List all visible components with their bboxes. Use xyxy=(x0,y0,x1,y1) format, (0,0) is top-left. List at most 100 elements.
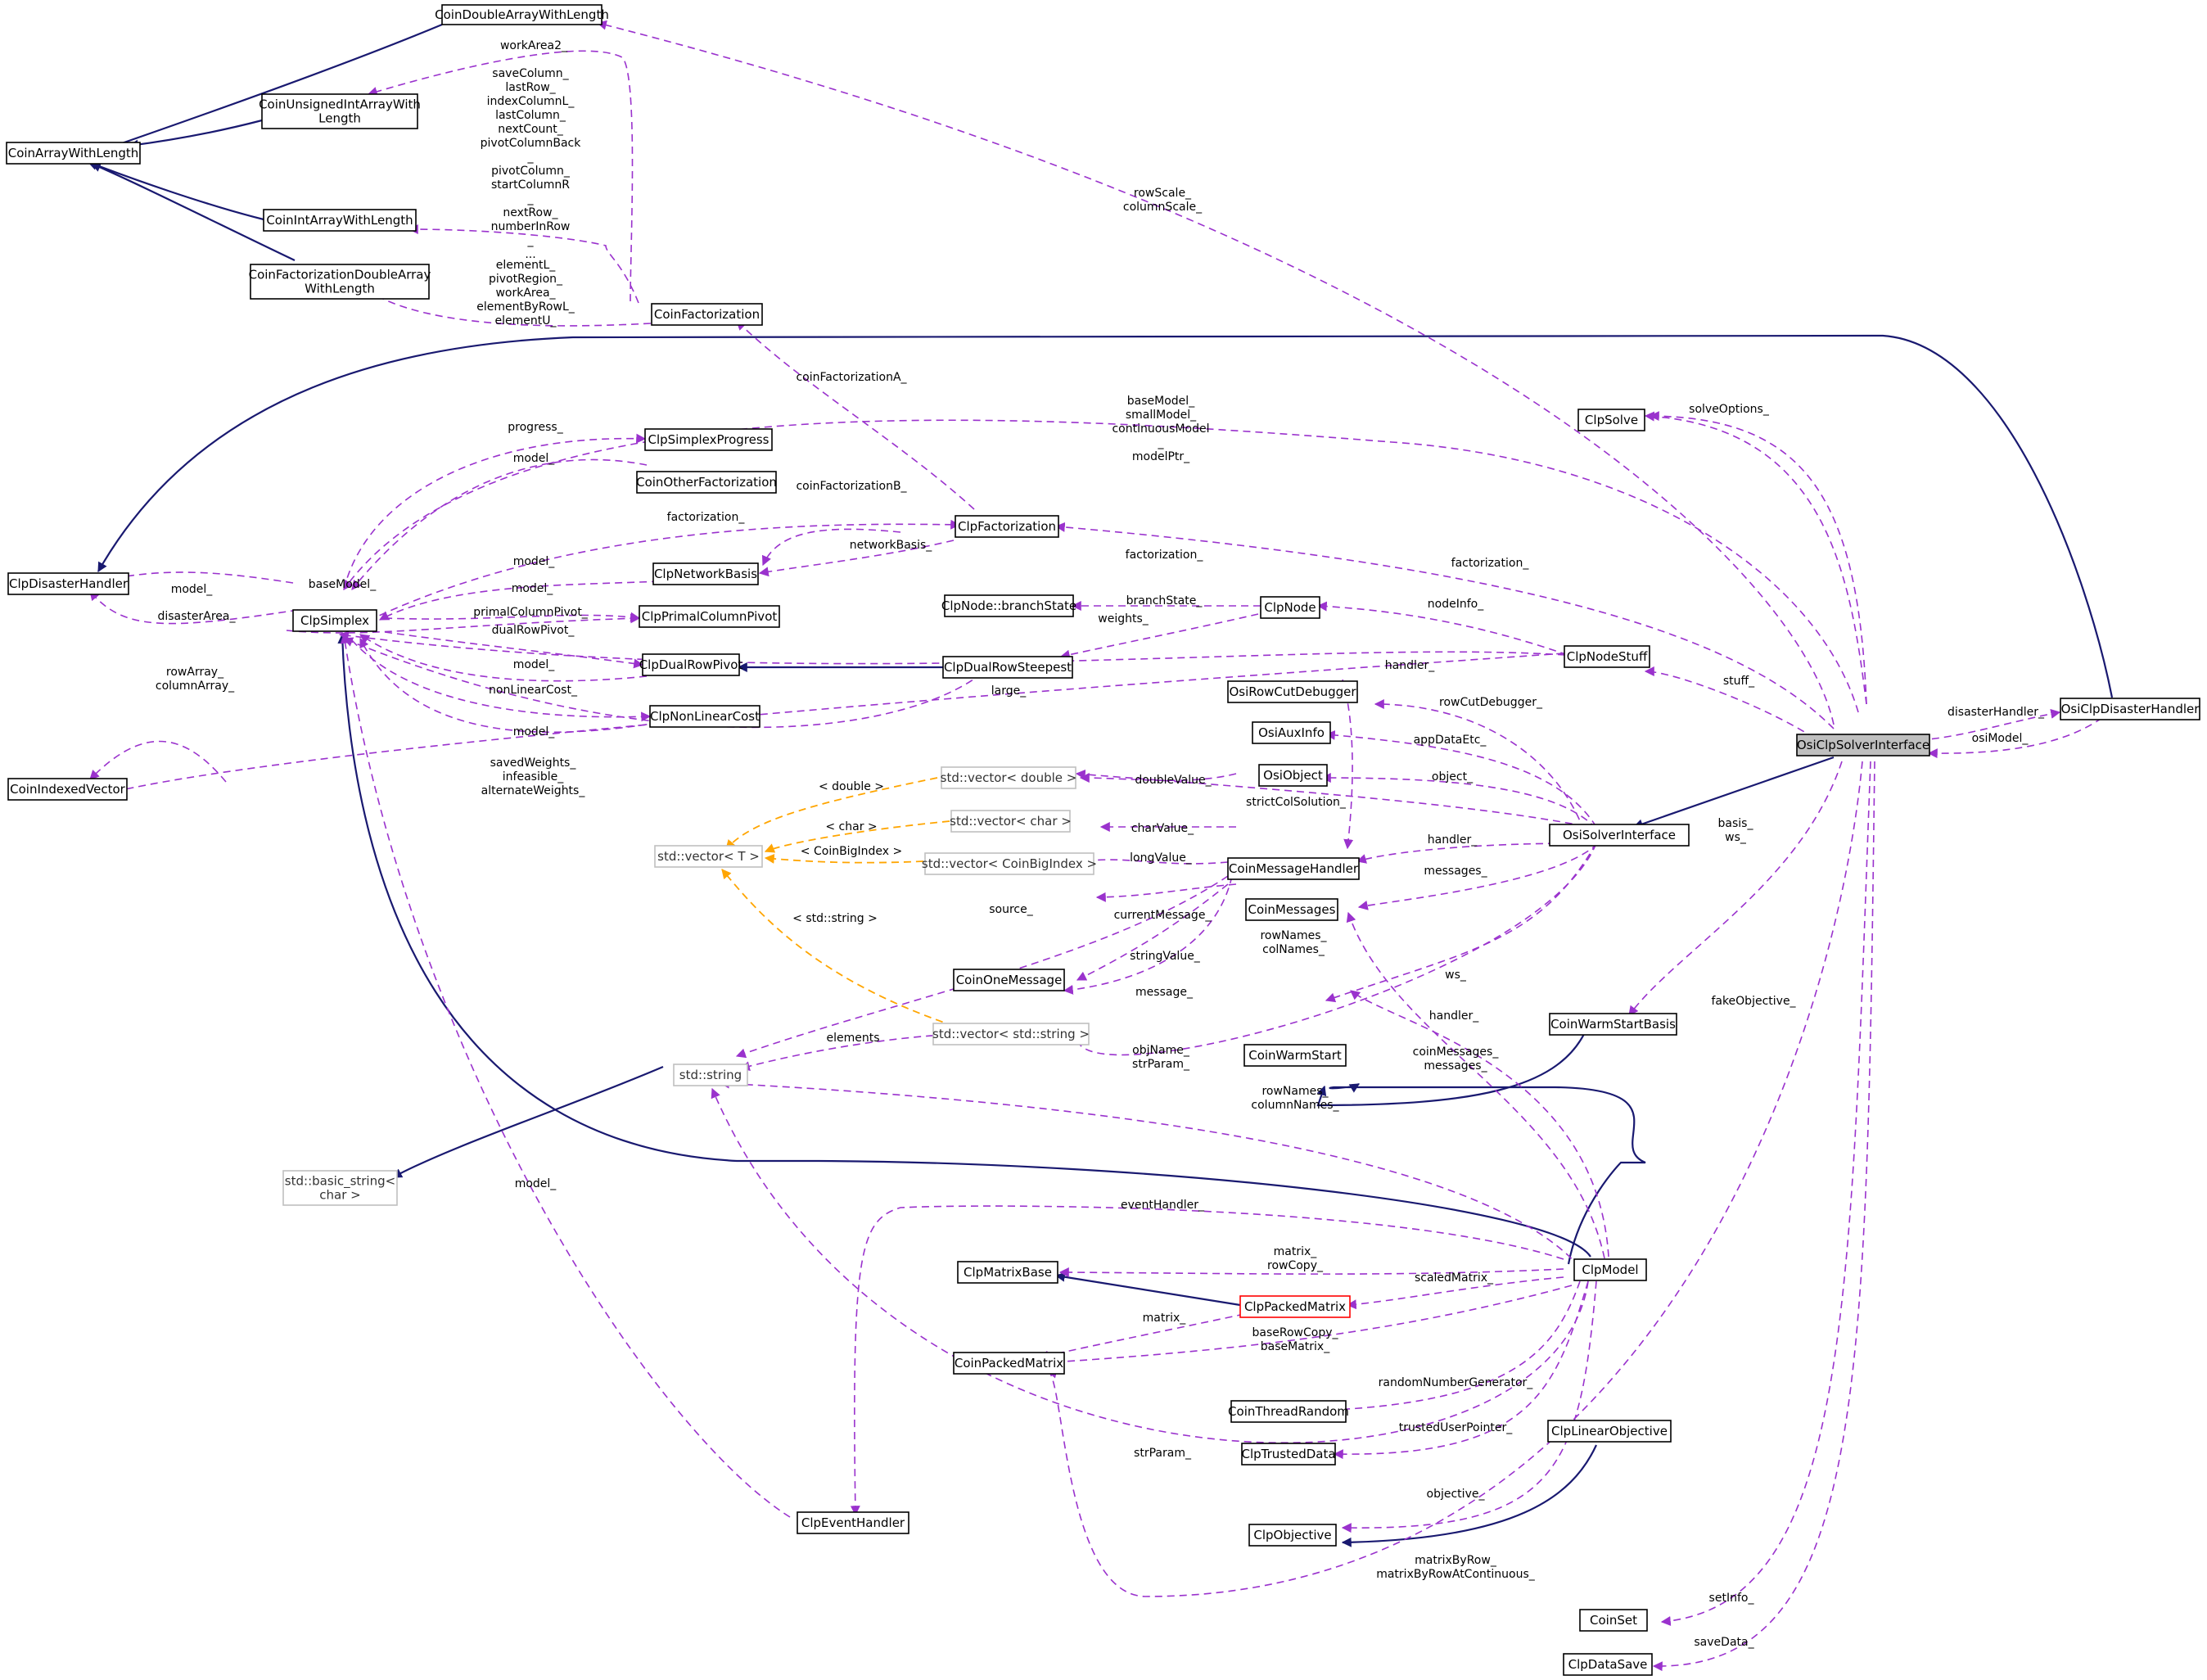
edge-label-text: matrixByRowAtContinuous_ xyxy=(1376,1568,1536,1581)
edge-label-text: startColumnR xyxy=(491,178,570,192)
edge-label-work-area2: workArea2_ xyxy=(500,39,568,52)
edge-label-dual-row-pivot: dualRowPivot_ xyxy=(492,624,575,637)
usage-edge xyxy=(1071,842,1597,1056)
edge-label-double-value: doubleValue_ xyxy=(1135,774,1212,787)
edge-label-text: rowCopy_ xyxy=(1267,1259,1324,1272)
class-node-label: ClpNode xyxy=(1264,600,1316,615)
edge-label-string-value: stringValue_ xyxy=(1130,950,1201,963)
class-node-osi-object[interactable]: OsiObject xyxy=(1258,764,1328,787)
edge-label-str-param: strParam_ xyxy=(1134,1447,1192,1460)
class-node-coin-messages[interactable]: CoinMessages xyxy=(1245,898,1338,921)
edge-label-text: basis_ xyxy=(1718,817,1754,830)
class-node-box xyxy=(1258,764,1328,787)
class-node-clp-node[interactable]: ClpNode xyxy=(1260,596,1320,619)
inheritance-edge xyxy=(1632,756,1835,829)
edge-label-text: charValue_ xyxy=(1131,822,1194,835)
class-node-coin-warm-start-basis[interactable]: CoinWarmStartBasis xyxy=(1549,1013,1677,1036)
edge-label-text: pivotRegion_ xyxy=(489,273,563,286)
class-node-osi-clp-solver-interface[interactable]: OsiClpSolverInterface xyxy=(1796,734,1930,756)
class-node-clp-matrix-base[interactable]: ClpMatrixBase xyxy=(957,1261,1058,1284)
class-node-box xyxy=(1549,1013,1677,1036)
class-node-coin-factorization[interactable]: CoinFactorization xyxy=(651,303,763,326)
class-node-label: CoinMessages xyxy=(1248,902,1336,917)
class-node-label: ClpSimplex xyxy=(300,613,369,628)
class-node-clp-solve[interactable]: ClpSolve xyxy=(1577,409,1645,431)
class-node-label: ClpNode::branchState xyxy=(941,598,1076,613)
usage-edge xyxy=(1059,613,1259,660)
edge-label-text: model_ xyxy=(515,1177,557,1190)
class-node-clp-simplex[interactable]: ClpSimplex xyxy=(292,609,377,632)
class-node-clp-non-linear-cost[interactable]: ClpNonLinearCost xyxy=(649,705,760,728)
class-node-box xyxy=(944,594,1074,617)
class-node-clp-factorization[interactable]: ClpFactorization xyxy=(955,515,1059,538)
class-node-clp-packed-matrix[interactable]: ClpPackedMatrix xyxy=(1239,1295,1351,1318)
class-node-clp-disaster-handler[interactable]: ClpDisasterHandler xyxy=(7,572,129,595)
class-node-std-vector-coin-big-index[interactable]: std::vector< CoinBigIndex > xyxy=(922,852,1097,875)
class-node-clp-dual-row-pivot[interactable]: ClpDualRowPivot xyxy=(639,653,743,676)
edge-label-text: rowNames_ xyxy=(1261,1085,1329,1098)
usage-edge xyxy=(1628,761,1843,1016)
class-node-coin-int-array-with-length[interactable]: CoinIntArrayWithLength xyxy=(263,209,417,232)
class-node-label: ClpNonLinearCost xyxy=(650,709,760,724)
class-node-coin-indexed-vector[interactable]: CoinIndexedVector xyxy=(7,778,128,801)
class-node-clp-simplex-progress[interactable]: ClpSimplexProgress xyxy=(644,428,773,451)
class-node-coin-packed-matrix[interactable]: CoinPackedMatrix xyxy=(953,1352,1065,1375)
edge-label-text: disasterArea_ xyxy=(157,610,236,623)
class-node-osi-solver-interface[interactable]: OsiSolverInterface xyxy=(1549,824,1690,847)
class-node-clp-node-stuff[interactable]: ClpNodeStuff xyxy=(1564,645,1650,668)
edge-label-factorization-osi: factorization_ xyxy=(1451,557,1530,570)
edge-label-row-scale: rowScale_columnScale_ xyxy=(1123,187,1203,214)
edge-label-handler-model: handler_ xyxy=(1429,1009,1479,1023)
class-node-coin-array-with-length[interactable]: CoinArrayWithLength xyxy=(6,142,141,165)
class-node-osi-row-cut-debugger[interactable]: OsiRowCutDebugger xyxy=(1227,680,1358,703)
class-node-clp-node-branch-state[interactable]: ClpNode::branchState xyxy=(941,594,1076,617)
edge-label-text: numberInRow xyxy=(491,220,571,233)
class-node-coin-message-handler[interactable]: CoinMessageHandler xyxy=(1227,857,1360,880)
class-node-clp-objective[interactable]: ClpObjective xyxy=(1248,1524,1337,1547)
class-node-std-string[interactable]: std::string xyxy=(673,1064,748,1086)
usage-edge xyxy=(408,224,639,304)
class-node-label: ClpNodeStuff xyxy=(1567,649,1648,664)
edge-label-text: nonLinearCost_ xyxy=(489,684,578,697)
class-node-label: ClpDataSave xyxy=(1568,1657,1648,1672)
class-node-clp-trusted-data[interactable]: ClpTrustedData xyxy=(1241,1443,1336,1465)
usage-edge xyxy=(1046,761,1863,1597)
class-node-std-vector-string[interactable]: std::vector< std::string > xyxy=(932,1023,1090,1045)
class-node-osi-aux-info[interactable]: OsiAuxInfo xyxy=(1252,721,1331,744)
class-node-std-vector-t[interactable]: std::vector< T > xyxy=(654,845,763,868)
edge-label-text: rowScale_ xyxy=(1134,187,1192,200)
class-node-osi-clp-disaster-handler[interactable]: OsiClpDisasterHandler xyxy=(2060,698,2200,720)
edge-label-tpl-string: < std::string > xyxy=(792,912,878,925)
class-node-clp-primal-column-pivot[interactable]: ClpPrimalColumnPivot xyxy=(639,605,780,628)
class-node-std-vector-char[interactable]: std::vector< char > xyxy=(950,810,1072,833)
inheritance-edge xyxy=(90,162,296,261)
class-node-clp-model[interactable]: ClpModel xyxy=(1573,1258,1647,1281)
class-node-coin-warm-start[interactable]: CoinWarmStart xyxy=(1243,1044,1347,1067)
class-node-clp-dual-row-steepest[interactable]: ClpDualRowSteepest xyxy=(942,656,1073,679)
class-node-coin-set[interactable]: CoinSet xyxy=(1579,1609,1648,1632)
class-node-std-vector-double[interactable]: std::vector< double > xyxy=(941,766,1077,789)
class-node-clp-event-handler[interactable]: ClpEventHandler xyxy=(797,1511,909,1534)
edge-label-text: columnNames_ xyxy=(1251,1099,1339,1112)
class-node-box xyxy=(649,705,760,728)
class-node-coin-thread-random[interactable]: CoinThreadRandom xyxy=(1228,1400,1349,1423)
edge-label-text: model_ xyxy=(513,452,556,465)
class-node-box xyxy=(652,562,759,585)
edge-label-base-model-self: baseModel_ xyxy=(309,578,377,591)
edge-label-text: _ xyxy=(527,234,535,247)
class-node-clp-linear-objective[interactable]: ClpLinearObjective xyxy=(1547,1420,1672,1443)
edge-label-obj-name: objName_strParam_ xyxy=(1132,1044,1190,1071)
class-node-std-basic-string[interactable]: std::basic_string<char > xyxy=(282,1170,398,1206)
class-node-coin-other-factorization[interactable]: CoinOtherFactorization xyxy=(636,471,777,494)
edge-label-row-array: rowArray_columnArray_ xyxy=(156,666,235,693)
usage-edge xyxy=(1316,601,1568,656)
class-node-coin-one-message[interactable]: CoinOneMessage xyxy=(953,969,1065,991)
edge-label-row-names-column-names: rowNames_columnNames_ xyxy=(1251,1085,1339,1112)
edge-label-branch-state: branchState_ xyxy=(1126,594,1203,607)
class-node-clp-network-basis[interactable]: ClpNetworkBasis xyxy=(652,562,759,585)
class-node-label: CoinThreadRandom xyxy=(1228,1404,1349,1419)
class-node-coin-double-array-with-length[interactable]: CoinDoubleArrayWithLength xyxy=(435,4,609,25)
class-node-clp-data-save[interactable]: ClpDataSave xyxy=(1563,1653,1653,1676)
